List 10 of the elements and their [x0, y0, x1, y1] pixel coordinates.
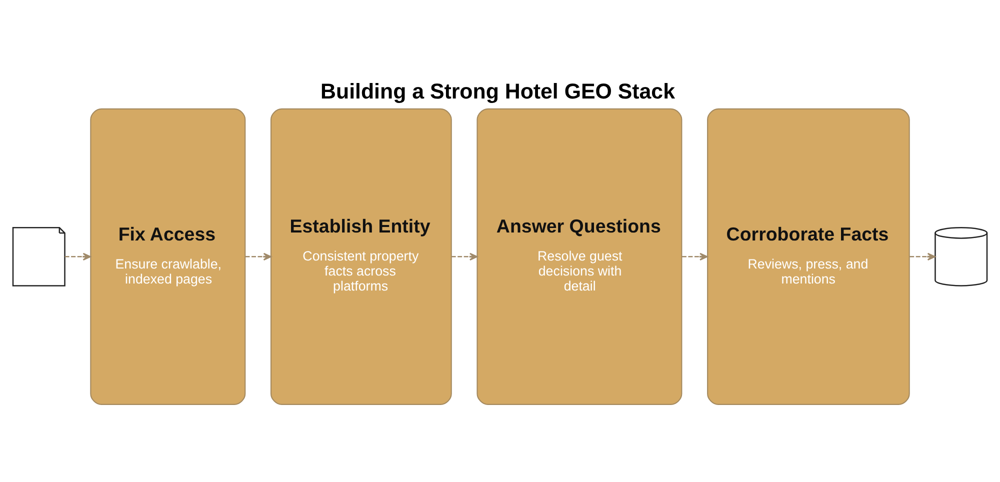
node-box: Establish Entity Consistent property facts across platforms — [270, 108, 452, 404]
arrow — [451, 252, 478, 260]
arrow — [245, 252, 272, 260]
arrow — [682, 252, 708, 260]
node-box: Answer Questions Resolve guest decisions with detail — [476, 108, 682, 404]
node-box: Corroborate Facts Reviews, press, and mentions — [707, 108, 910, 404]
arrow — [910, 252, 936, 260]
node-box: Fix Access Ensure crawlable, indexed pages — [90, 108, 246, 404]
diagram-title: Building a Strong Hotel GEO Stack — [320, 78, 675, 103]
arrow — [64, 252, 92, 260]
